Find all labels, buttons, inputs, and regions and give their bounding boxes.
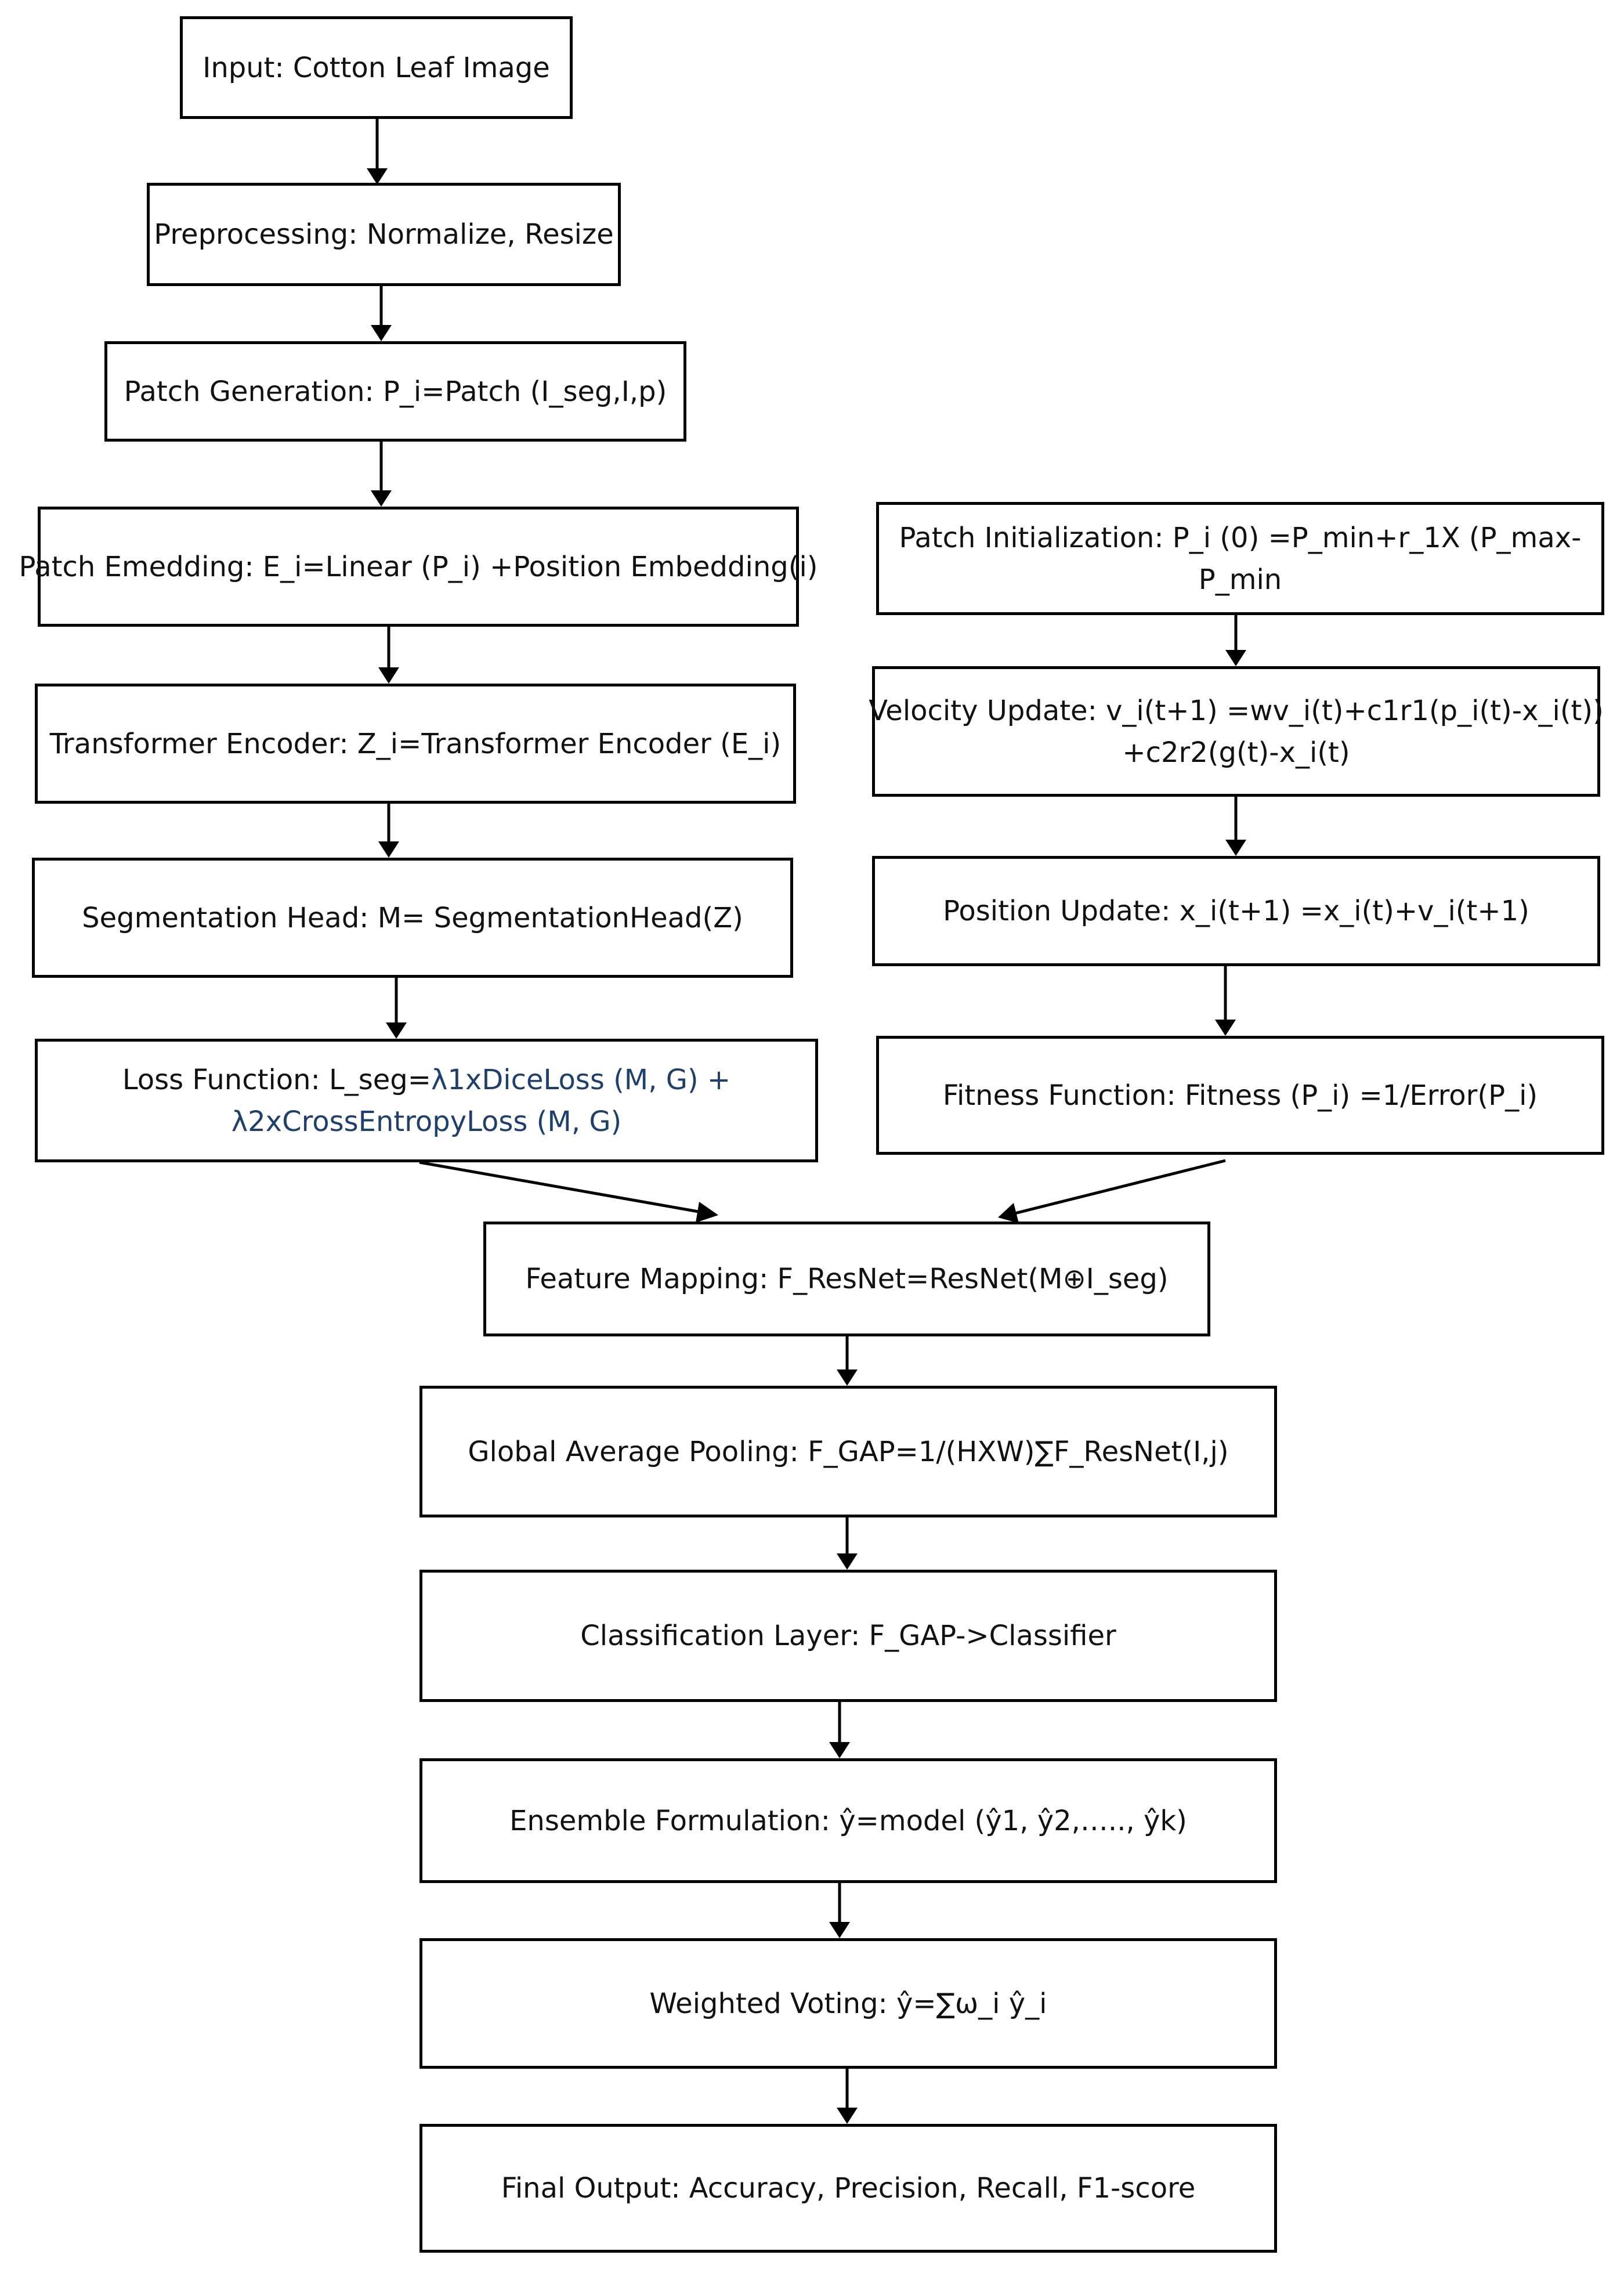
feature-mapping-label: Feature Mapping: F_ResNet=ResNet(M⊕I_seg… — [525, 1263, 1169, 1295]
arrowhead — [837, 1553, 858, 1570]
loss-function-line-2: λ2xCrossEntropyLoss (M, G) — [231, 1105, 622, 1138]
arrowhead — [367, 168, 388, 185]
arrowhead — [998, 1203, 1019, 1223]
weighted-voting-box: Weighted Voting: ŷ=∑ω_i ŷ_i — [419, 1938, 1277, 2069]
arrowhead — [1225, 840, 1246, 856]
weighted-voting-label: Weighted Voting: ŷ=∑ω_i ŷ_i — [649, 1987, 1047, 2020]
ensemble-formulation-label: Ensemble Formulation: ŷ=model (ŷ1, ŷ2,….… — [509, 1804, 1187, 1837]
final-output-box: Final Output: Accuracy, Precision, Recal… — [419, 2124, 1277, 2253]
preprocessing-box: Preprocessing: Normalize, Resize — [147, 183, 621, 286]
input-label: Input: Cotton Leaf Image — [202, 51, 550, 84]
classification-layer-label: Classification Layer: F_GAP->Classifier — [580, 1620, 1116, 1652]
fitness-function-box: Fitness Function: Fitness (P_i) =1/Error… — [876, 1036, 1604, 1155]
arrowhead — [829, 1742, 850, 1758]
arrowhead — [837, 2108, 858, 2124]
loss-function-line-1: Loss Function: L_seg=λ1xDiceLoss (M, G) … — [122, 1059, 730, 1101]
position-update-box: Position Update: x_i(t+1) =x_i(t)+v_i(t+… — [872, 856, 1600, 966]
preprocessing-label: Preprocessing: Normalize, Resize — [154, 218, 614, 251]
arrowhead — [1215, 1020, 1236, 1036]
velocity-update-box: Velocity Update: v_i(t+1) =wv_i(t)+c1r1(… — [869, 666, 1604, 797]
patch-initialization-box: Patch Initialization: P_i (0) =P_min+r_1… — [876, 502, 1604, 615]
loss-function-prefix: Loss Function: L_seg= — [122, 1063, 431, 1096]
patch-generation-box: Patch Generation: P_i=Patch (I_seg,I,p) — [104, 341, 686, 442]
patch-initialization-line-2: P_min — [1198, 563, 1282, 596]
arrow-fitness-to-feature-mapping — [1012, 1159, 1226, 1216]
classification-layer-box: Classification Layer: F_GAP->Classifier — [419, 1570, 1277, 1702]
patch-generation-label: Patch Generation: P_i=Patch (I_seg,I,p) — [124, 375, 667, 408]
global-average-pooling-box: Global Average Pooling: F_GAP=1/(HXW)∑F_… — [419, 1386, 1277, 1517]
position-update-label: Position Update: x_i(t+1) =x_i(t)+v_i(t+… — [943, 895, 1529, 927]
arrowhead — [378, 841, 399, 858]
segmentation-head-label: Segmentation Head: M= SegmentationHead(Z… — [82, 901, 743, 934]
fitness-function-label: Fitness Function: Fitness (P_i) =1/Error… — [942, 1079, 1538, 1112]
arrowhead — [1225, 650, 1246, 666]
arrowhead — [696, 1202, 718, 1223]
transformer-encoder-label: Transformer Encoder: Z_i=Transformer Enc… — [49, 727, 782, 760]
arrow-loss-to-feature-mapping — [419, 1161, 706, 1215]
feature-mapping-box: Feature Mapping: F_ResNet=ResNet(M⊕I_seg… — [483, 1222, 1210, 1336]
patch-embedding-box: Patch Emedding: E_i=Linear (P_i) +Positi… — [19, 507, 818, 627]
arrowhead — [378, 667, 399, 684]
patch-embedding-label: Patch Emedding: E_i=Linear (P_i) +Positi… — [19, 550, 818, 583]
segmentation-head-box: Segmentation Head: M= SegmentationHead(Z… — [32, 858, 793, 978]
arrowhead — [386, 1022, 407, 1039]
loss-function-dice-term: λ1xDiceLoss (M, G) + — [431, 1063, 731, 1096]
velocity-update-line-1: Velocity Update: v_i(t+1) =wv_i(t)+c1r1(… — [869, 694, 1604, 727]
arrowhead — [837, 1369, 858, 1386]
arrowhead — [829, 1922, 850, 1938]
final-output-label: Final Output: Accuracy, Precision, Recal… — [501, 2172, 1196, 2205]
ensemble-formulation-box: Ensemble Formulation: ŷ=model (ŷ1, ŷ2,….… — [419, 1758, 1277, 1883]
patch-initialization-line-1: Patch Initialization: P_i (0) =P_min+r_1… — [899, 521, 1582, 554]
velocity-update-line-2: +c2r2(g(t)-x_i(t) — [1122, 736, 1350, 769]
arrowhead — [371, 490, 392, 507]
transformer-encoder-box: Transformer Encoder: Z_i=Transformer Enc… — [35, 684, 796, 804]
arrowhead — [371, 325, 392, 341]
loss-function-box: Loss Function: L_seg=λ1xDiceLoss (M, G) … — [35, 1039, 818, 1162]
input-box: Input: Cotton Leaf Image — [180, 16, 573, 119]
global-average-pooling-label: Global Average Pooling: F_GAP=1/(HXW)∑F_… — [468, 1435, 1229, 1468]
